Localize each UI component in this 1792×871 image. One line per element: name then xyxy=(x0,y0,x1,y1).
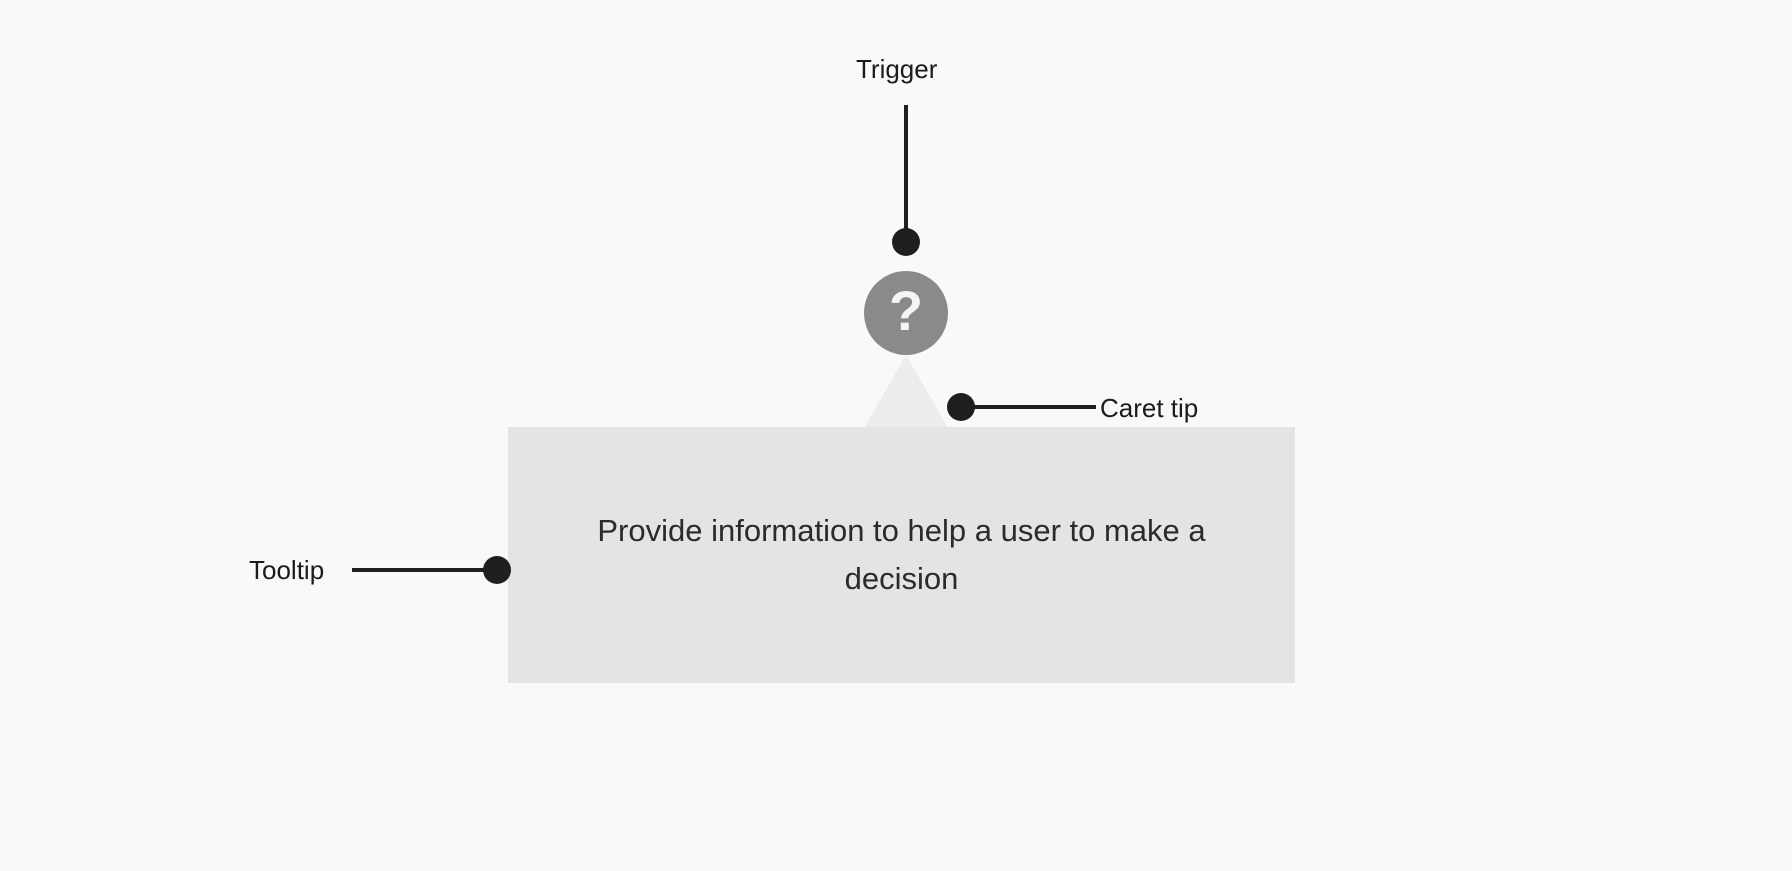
annotation-leader-line-caret-tip xyxy=(961,405,1096,409)
tooltip-caret-icon xyxy=(864,355,948,428)
question-mark-glyph: ? xyxy=(888,279,924,342)
annotation-label-tooltip: Tooltip xyxy=(249,555,325,585)
question-mark-circle-icon[interactable]: ? xyxy=(864,271,948,355)
annotation-leader-line-trigger xyxy=(904,105,908,243)
annotation-dot-trigger xyxy=(892,228,920,256)
tooltip-body-text: Provide information to help a user to ma… xyxy=(597,513,1206,596)
tooltip-box: Provide information to help a user to ma… xyxy=(508,427,1295,683)
annotation-leader-line-tooltip xyxy=(352,568,497,572)
annotation-label-caret-tip: Caret tip xyxy=(1100,393,1199,423)
annotation-label-trigger: Trigger xyxy=(856,54,938,84)
